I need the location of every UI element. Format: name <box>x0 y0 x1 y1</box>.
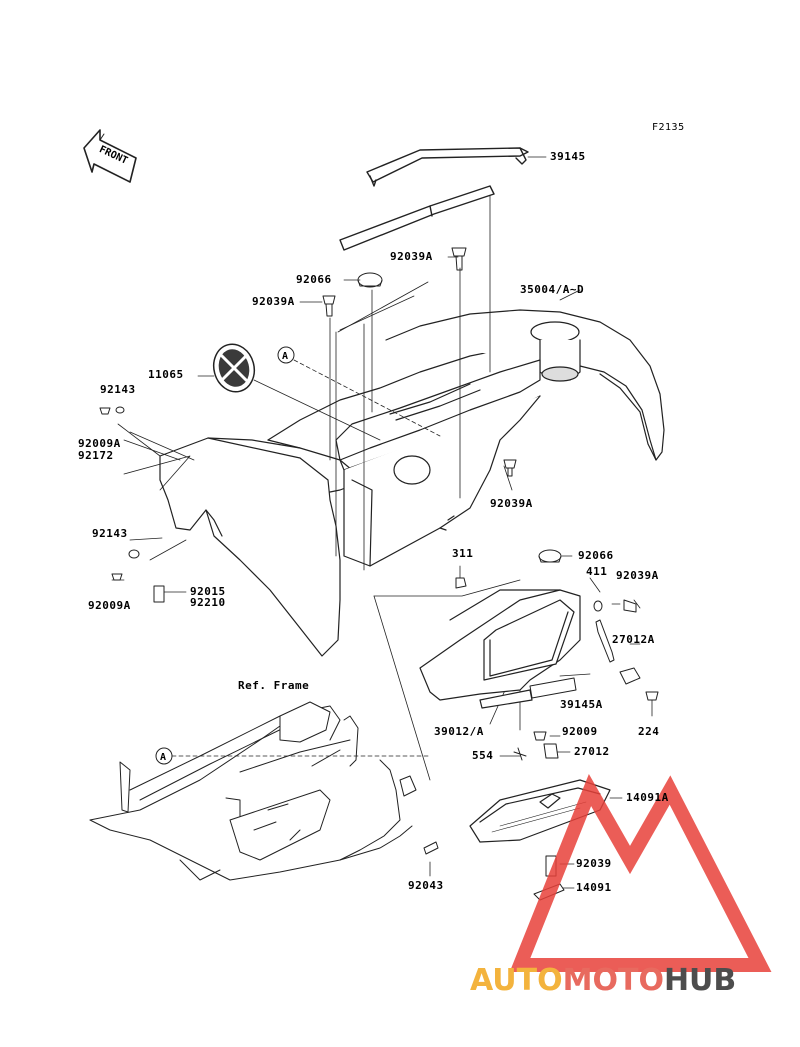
cap-92066-lower <box>538 549 562 563</box>
watermark-part-3: HUB <box>663 963 737 998</box>
cap-92066-top <box>357 272 383 288</box>
label-92015: 92015 <box>190 585 226 598</box>
label-39012: 39012/A <box>434 725 484 738</box>
seal-strip-39145A <box>529 677 577 699</box>
pin-554 <box>513 747 527 761</box>
label-92039A-right: 92039A <box>490 497 533 510</box>
label-554: 554 <box>472 749 494 762</box>
left-fasteners <box>99 406 165 603</box>
pin-92043 <box>423 841 439 855</box>
label-92143-lower: 92143 <box>92 527 128 540</box>
label-311: 311 <box>452 547 474 560</box>
watermark-part-1: AUTO <box>470 963 563 998</box>
bolt-92039A-right <box>503 459 517 477</box>
screw-92009 <box>533 731 547 741</box>
label-14091A: 14091A <box>626 791 669 804</box>
label-92043: 92043 <box>408 879 444 892</box>
label-92009A-upper: 92009A <box>78 437 121 450</box>
label-14091: 14091 <box>576 881 612 894</box>
washer-411 <box>593 600 603 612</box>
label-35004: 35004/A~D <box>520 283 585 296</box>
frame-reference <box>89 701 417 881</box>
label-92039: 92039 <box>576 857 612 870</box>
label-92039A-box: 92039A <box>616 569 659 582</box>
label-92143-upper: 92143 <box>100 383 136 396</box>
label-411: 411 <box>586 565 608 578</box>
label-92210: 92210 <box>190 596 226 609</box>
bracket-27012A <box>595 619 641 685</box>
label-39145: 39145 <box>550 150 586 163</box>
storage-box-39012 <box>419 589 581 709</box>
seal-strip-39145 <box>339 147 529 251</box>
bolt-92039A-box <box>623 599 637 613</box>
label-92039A-top: 92039A <box>390 250 433 263</box>
ref-frame-label: Ref. Frame <box>238 679 310 692</box>
bracket-27012 <box>543 743 559 759</box>
watermark-part-2: MOTO <box>562 963 664 998</box>
watermark-text: AUTOMOTOHUB <box>470 963 736 998</box>
front-arrow-icon: FRONT <box>83 129 137 183</box>
nut-311 <box>455 577 467 589</box>
label-92066-top: 92066 <box>296 273 332 286</box>
bolt-92039A-left <box>322 295 336 317</box>
label-92009: 92009 <box>562 725 598 738</box>
callout-letter-upper: A <box>282 351 288 362</box>
label-39145A: 39145A <box>560 698 603 711</box>
label-27012: 27012 <box>574 745 610 758</box>
rear-fender <box>159 309 665 657</box>
label-92009A-lower: 92009A <box>88 599 131 612</box>
bolt-224 <box>645 691 659 701</box>
figure-code: F2135 <box>652 122 685 133</box>
label-11065: 11065 <box>148 368 184 381</box>
bolt-92039A-top <box>451 247 467 271</box>
label-92039A-left: 92039A <box>252 295 295 308</box>
emblem-11065 <box>212 343 256 393</box>
label-92172: 92172 <box>78 449 114 462</box>
label-27012A: 27012A <box>612 633 655 646</box>
label-224: 224 <box>638 725 660 738</box>
callout-letter-lower: A <box>160 752 166 763</box>
watermark-logo-icon <box>509 773 772 972</box>
label-92066-lower: 92066 <box>578 549 614 562</box>
